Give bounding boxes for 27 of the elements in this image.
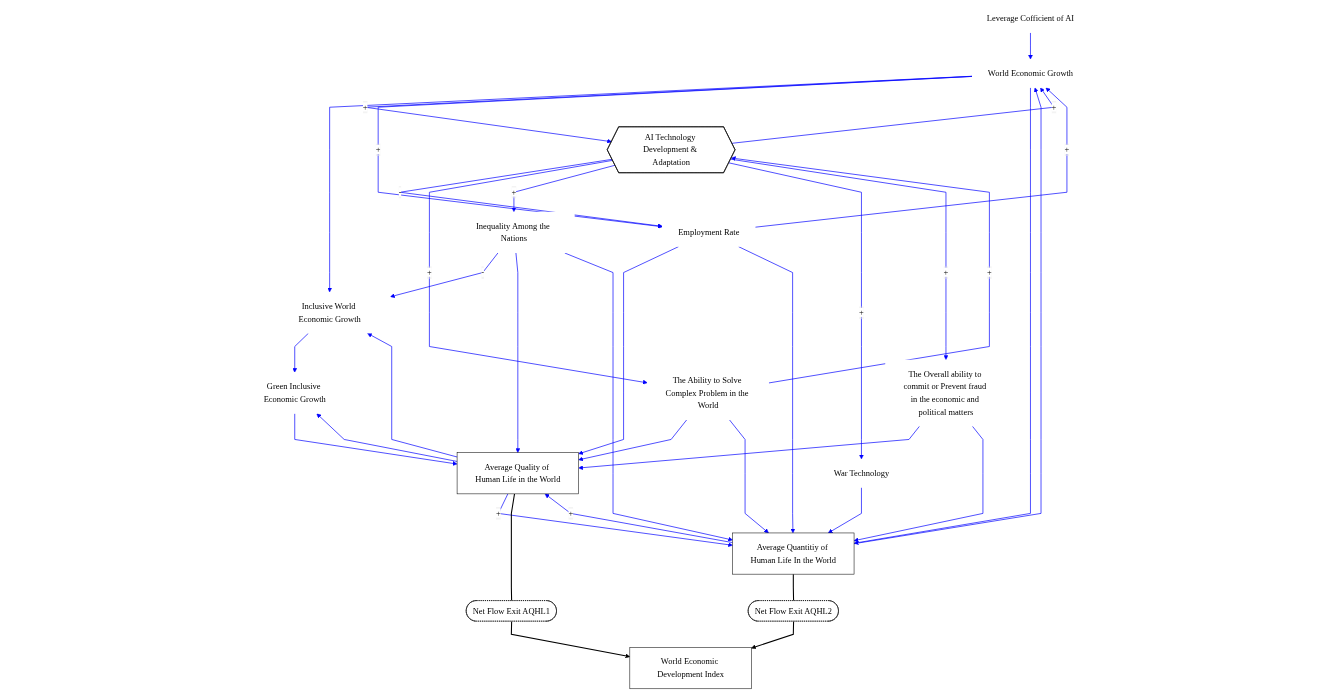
node-box: Average Quality of Human Life in the World (456, 452, 579, 495)
edge-label: + (568, 508, 574, 518)
edge-label: + (375, 144, 381, 154)
node-text: Leverage Cofficient of AI (986, 13, 1075, 23)
node-text: War Technology (833, 468, 890, 478)
edge-label: + (1051, 102, 1057, 112)
edge-label: + (987, 267, 992, 277)
node-text: Inclusive World Economic Growth (298, 301, 361, 324)
edge-label: + (859, 307, 864, 317)
edge-label: - (398, 187, 402, 197)
connector (510, 493, 516, 602)
edge-label: + (511, 187, 517, 197)
edge-label: + (427, 267, 432, 277)
edge-label: + (943, 267, 949, 277)
connector (792, 573, 795, 602)
node-text: Employment Rate (678, 227, 740, 237)
edge-label: + (496, 508, 501, 518)
edge-label: + (1064, 144, 1070, 154)
node-text: Green Inclusive Economic Growth (263, 381, 326, 404)
node-box: Average Quantitiy of Human Life In the World (732, 532, 855, 575)
node-text: The Ability to Solve Complex Problem in the World (665, 375, 749, 410)
edge-label: + (362, 102, 368, 112)
arrow (510, 620, 631, 659)
node-text: World Economic Growth (987, 68, 1074, 78)
node-box: World Economic Development Index (629, 647, 752, 690)
arrow (751, 620, 795, 650)
edge-label: - (481, 267, 485, 277)
